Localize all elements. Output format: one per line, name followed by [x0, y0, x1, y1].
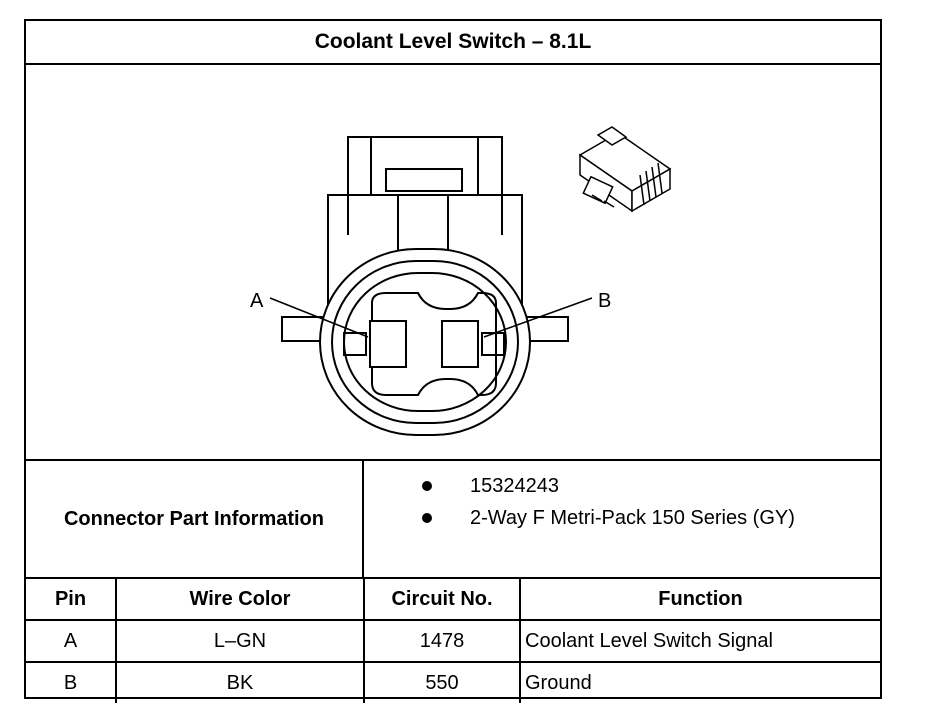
- terminal-a: [369, 320, 407, 368]
- cell-circuit-no: 1478: [363, 619, 521, 663]
- header-circuit-no: Circuit No.: [363, 577, 521, 621]
- cell-wire-color: BK: [115, 661, 365, 703]
- list-item: 2-Way F Metri-Pack 150 Series (GY): [364, 503, 880, 533]
- bullet-icon: [422, 481, 432, 491]
- header-wire-color: Wire Color: [115, 577, 365, 621]
- bullet-icon: [422, 513, 432, 523]
- connector-description: 2-Way F Metri-Pack 150 Series (GY): [470, 506, 795, 529]
- header-pin: Pin: [26, 577, 117, 621]
- cell-function: Coolant Level Switch Signal: [519, 619, 880, 663]
- page-title: Coolant Level Switch – 8.1L: [26, 21, 880, 65]
- connector-info-list: 15324243 2-Way F Metri-Pack 150 Series (…: [364, 461, 880, 577]
- table-header-row: Pin Wire Color Circuit No. Function: [26, 577, 880, 621]
- cell-wire-color: L–GN: [115, 619, 365, 663]
- terminal-b: [441, 320, 479, 368]
- cell-circuit-no: 550: [363, 661, 521, 703]
- pin-table: Pin Wire Color Circuit No. Function A L–…: [26, 577, 880, 703]
- cell-pin: B: [26, 661, 117, 703]
- header-function: Function: [519, 577, 880, 621]
- connector-isometric-icon: [578, 126, 672, 213]
- list-item: 15324243: [364, 471, 880, 501]
- connector-ear-right: [523, 316, 569, 342]
- connector-face-view: A B: [250, 126, 672, 436]
- connector-sheet: Coolant Level Switch – 8.1L: [24, 19, 882, 703]
- table-row: B BK 550 Ground: [26, 661, 880, 703]
- pin-label-a: A: [250, 290, 264, 312]
- leader-line-a: [269, 297, 369, 338]
- connector-shell-outer: [319, 248, 531, 436]
- connector-info-label: Connector Part Information: [26, 461, 364, 577]
- leader-line-b: [483, 297, 593, 338]
- terminal-cavity: [371, 292, 497, 396]
- connector-drawing: A B: [26, 65, 880, 459]
- cell-function: Ground: [519, 661, 880, 703]
- part-number: 15324243: [470, 474, 559, 497]
- connector-part-information: Connector Part Information 15324243 2-Wa…: [26, 459, 880, 577]
- table-row: A L–GN 1478 Coolant Level Switch Signal: [26, 619, 880, 663]
- cell-pin: A: [26, 619, 117, 663]
- pin-label-b: B: [598, 290, 611, 312]
